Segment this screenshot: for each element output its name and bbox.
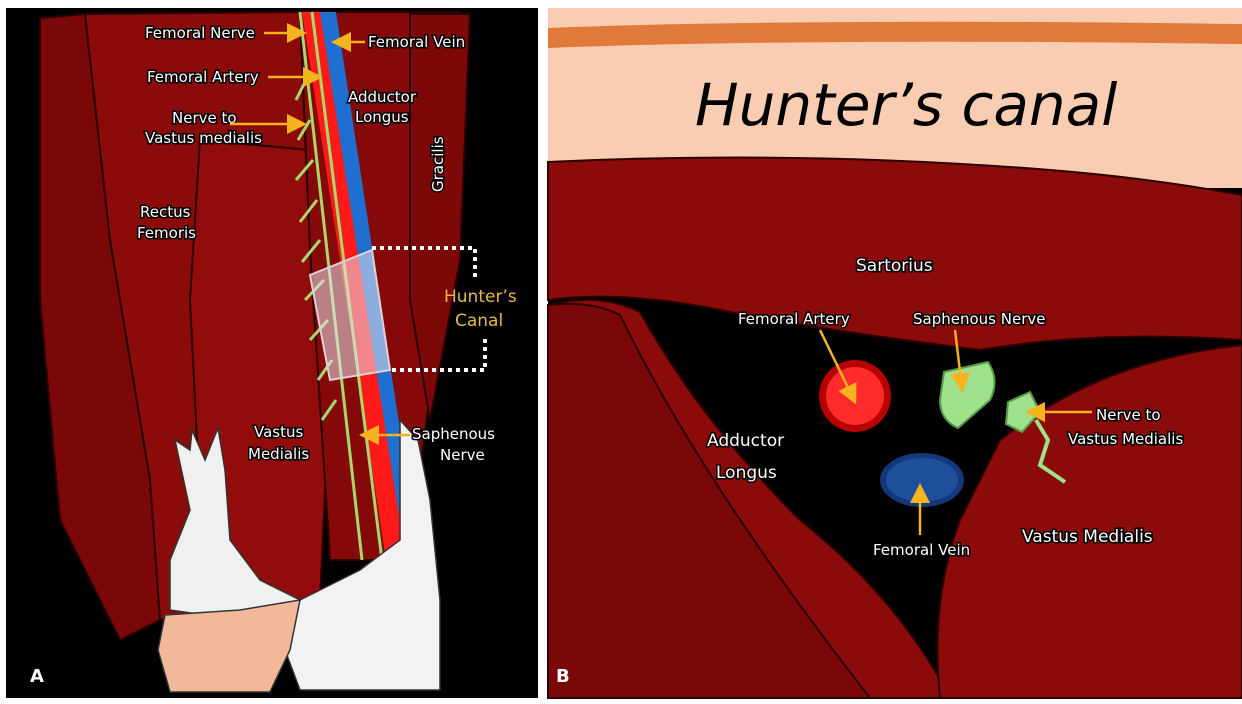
label-adductor-2: Longus <box>355 108 409 126</box>
femoral-artery-circle <box>826 367 884 425</box>
label-nerve-to-vm-2: Vastus medialis <box>145 129 262 147</box>
label-vastus-1: Vastus <box>254 423 303 441</box>
label-femoral-nerve: Femoral Nerve <box>145 24 255 42</box>
label-saphenous-2: Nerve <box>440 446 485 464</box>
label-saphenous-1: Saphenous <box>412 425 495 443</box>
label-vastus-medialis-b: Vastus Medialis <box>1022 527 1153 547</box>
label-nerve-to-vm-b-2: Vastus Medialis <box>1068 430 1183 448</box>
label-sartorius: Sartorius <box>856 256 933 276</box>
label-nerve-to-vm-b-1: Nerve to <box>1096 406 1161 424</box>
label-femoral-vein: Femoral Vein <box>368 33 465 51</box>
panel-b-title: Hunter’s canal <box>695 71 1117 139</box>
label-gracilis: Gracilis <box>429 136 447 192</box>
label-femoral-artery-b: Femoral Artery <box>738 310 850 328</box>
label-adductor-1: Adductor <box>348 88 417 106</box>
label-adductor-b-1: Adductor <box>707 431 784 451</box>
label-rectus-1: Rectus <box>140 203 191 221</box>
panel-b: Hunter’s canal Sartorius Femoral Artery … <box>548 8 1242 698</box>
label-vastus-2: Medialis <box>248 445 309 463</box>
panel-b-letter: B <box>556 666 570 687</box>
panel-a: Femoral Nerve Femoral Vein Femoral Arter… <box>6 8 538 698</box>
panel-a-letter: A <box>30 666 44 687</box>
label-saphenous-nerve-b: Saphenous Nerve <box>913 310 1045 328</box>
label-adductor-b-2: Longus <box>716 463 777 483</box>
label-hunters-canal-1: Hunter’s <box>444 287 517 307</box>
femoral-vein-ellipse <box>886 458 958 502</box>
label-hunters-canal-2: Canal <box>455 311 503 331</box>
label-rectus-2: Femoris <box>137 224 196 242</box>
label-femoral-artery: Femoral Artery <box>147 68 259 86</box>
label-femoral-vein-b: Femoral Vein <box>873 541 970 559</box>
label-nerve-to-vm-1: Nerve to <box>172 109 237 127</box>
